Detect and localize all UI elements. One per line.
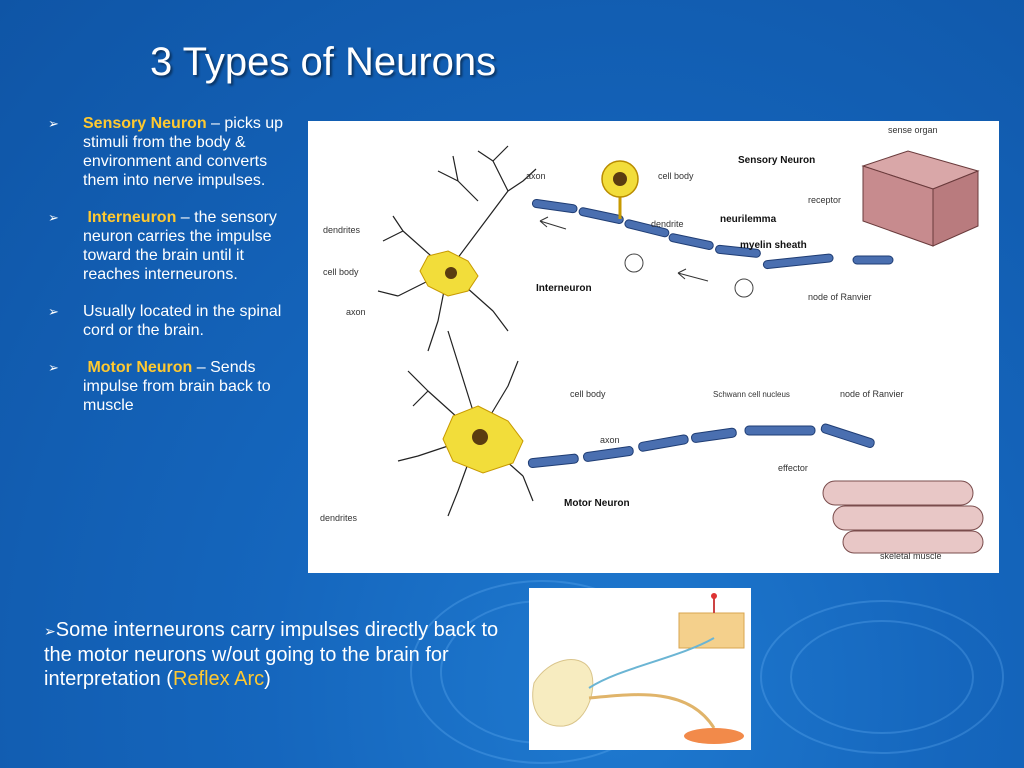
impulse-icon	[624, 253, 644, 273]
motor-axon	[527, 423, 875, 469]
bullet-arrow-icon: ➢	[44, 623, 56, 639]
background-ripple	[790, 620, 974, 734]
text-motor: – Sends impulse from brain back to muscl…	[83, 359, 271, 414]
spinal-cord	[532, 659, 594, 727]
reflex-arc-term: Reflex Arc	[172, 668, 265, 690]
label-dendrite: dendrite	[651, 219, 684, 229]
bullet-arrow-icon: ➢	[48, 304, 59, 319]
label-dendrites-2: dendrites	[320, 513, 358, 523]
stimulus-pin-head	[711, 593, 717, 599]
label-neurilemma: neurilemma	[720, 214, 777, 225]
label-sensory-neuron: Sensory Neuron	[738, 155, 815, 166]
bullet-location: ➢ Usually located in the spinal cord or …	[48, 302, 303, 340]
term-motor: Motor Neuron	[83, 359, 193, 376]
label-cell-body-1: cell body	[658, 171, 694, 181]
text-location: Usually located in the spinal cord or th…	[83, 303, 282, 339]
label-receptor: receptor	[808, 195, 841, 205]
motor-nucleus	[472, 429, 488, 445]
label-cell-body-3: cell body	[570, 389, 606, 399]
reflex-nerve	[588, 637, 715, 689]
label-schwann: Schwann cell nucleus	[713, 390, 790, 399]
skeletal-muscle	[822, 480, 984, 554]
label-interneuron: Interneuron	[536, 283, 592, 294]
label-node-ranvier-1: node of Ranvier	[808, 292, 872, 302]
term-interneuron: Interneuron	[83, 209, 177, 226]
motor-nerve	[588, 693, 716, 729]
label-dendrites-1: dendrites	[323, 225, 361, 235]
impulse-icon	[734, 278, 754, 298]
label-effector: effector	[778, 463, 808, 473]
label-axon-2: axon	[346, 307, 366, 317]
label-motor-neuron: Motor Neuron	[564, 498, 630, 509]
label-sense-organ: sense organ	[888, 125, 938, 135]
term-sensory: Sensory Neuron	[83, 115, 207, 132]
direction-arrow-icon	[539, 216, 567, 230]
direction-arrow-icon	[677, 268, 709, 282]
skin-block	[678, 612, 745, 649]
label-cell-body-2: cell body	[323, 267, 359, 277]
sense-organ	[861, 150, 980, 247]
label-myelin-sheath: myelin sheath	[740, 240, 807, 251]
label-node-ranvier-2: node of Ranvier	[840, 389, 904, 399]
reflex-arc-note: ➢Some interneurons carry impulses direct…	[44, 618, 514, 691]
reflex-arc-svg	[532, 593, 745, 744]
bullet-arrow-icon: ➢	[48, 210, 59, 225]
interneuron-cell	[377, 145, 537, 352]
bullet-sensory: ➢ Sensory Neuron – picks up stimuli from…	[48, 114, 303, 190]
interneuron-nucleus	[445, 267, 457, 279]
bullet-motor: ➢ Motor Neuron – Sends impulse from brai…	[48, 358, 303, 415]
label-axon-3: axon	[600, 435, 620, 445]
bullet-arrow-icon: ➢	[48, 360, 59, 375]
bullet-list: ➢ Sensory Neuron – picks up stimuli from…	[48, 114, 303, 433]
label-axon-1: axon	[526, 171, 546, 181]
reflex-text: Some interneurons carry impulses directl…	[44, 619, 499, 690]
neuron-diagram-svg: sense organ axon cell body Sensory Neuro…	[320, 125, 984, 561]
reflex-close: )	[264, 668, 271, 690]
text-interneuron: – the sensory neuron carries the impulse…	[83, 209, 277, 283]
neuron-diagram: sense organ axon cell body Sensory Neuro…	[308, 121, 999, 573]
bullet-interneuron: ➢ Interneuron – the sensory neuron carri…	[48, 208, 303, 284]
sensory-axon	[531, 199, 894, 270]
slide-title: 3 Types of Neurons	[150, 40, 497, 84]
label-skeletal-muscle: skeletal muscle	[880, 551, 942, 561]
bullet-arrow-icon: ➢	[48, 116, 59, 131]
sensory-cell-body	[601, 160, 639, 219]
muscle-effector	[684, 728, 744, 744]
text-sensory: – picks up stimuli from the body & envir…	[83, 115, 284, 189]
background-ripple	[760, 600, 1004, 754]
reflex-arc-diagram	[529, 588, 751, 750]
